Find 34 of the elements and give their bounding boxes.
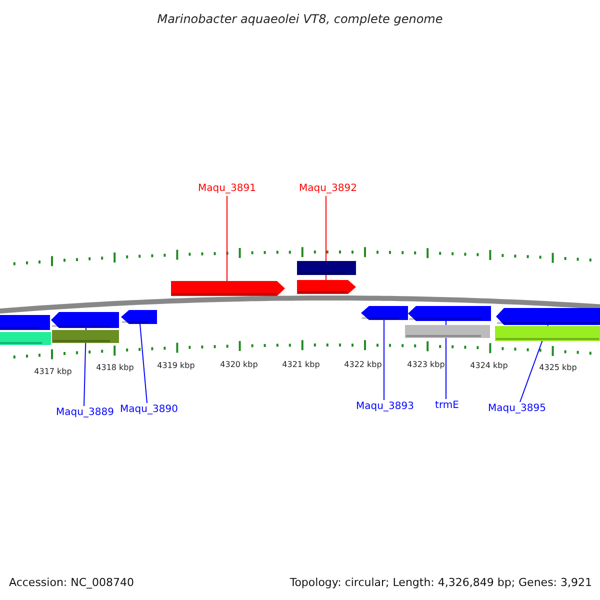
scale-label: 4317 kbp: [34, 366, 72, 378]
leader-line: [226, 196, 228, 282]
leader-line: [140, 324, 148, 404]
gene-label: Maqu_3889: [54, 406, 116, 420]
title: Marinobacter aquaeolei VT8, complete genome: [157, 11, 443, 28]
gene-feature: [121, 310, 157, 324]
scale-label: 4319 kbp: [157, 360, 195, 372]
scale-label: 4322 kbp: [344, 359, 382, 371]
gene-bar: [0, 332, 51, 345]
gene-label: Maqu_3891: [196, 182, 258, 196]
gene-bar: [495, 326, 600, 341]
gene-label: Maqu_3893: [354, 400, 416, 414]
gene-bar: [405, 325, 490, 338]
accession-note: Accession: NC_008740: [9, 575, 134, 591]
gene-feature: [361, 306, 408, 320]
gene-label: Maqu_3890: [118, 403, 180, 417]
gene-feature: [297, 280, 356, 294]
gene-feature: [496, 308, 600, 325]
gene-feature: [171, 281, 285, 296]
gene-bar: [52, 330, 119, 343]
scale-label: 4321 kbp: [282, 359, 320, 371]
gene-label: trmE: [432, 399, 462, 413]
gene-feature: [0, 315, 50, 330]
gene-label: Maqu_3892: [297, 182, 359, 196]
gene-feature: [51, 312, 119, 328]
gene-label: Maqu_3895: [486, 402, 548, 416]
scale-label: 4320 kbp: [220, 359, 258, 371]
gene-feature: [408, 306, 491, 321]
scale-label: 4324 kbp: [470, 360, 508, 372]
gene-bar: [297, 261, 356, 275]
scale-label: 4318 kbp: [96, 362, 134, 374]
scale-label: 4325 kbp: [539, 362, 577, 374]
scale-label: 4323 kbp: [407, 359, 445, 371]
genome-info-note: Topology: circular; Length: 4,326,849 bp; Genes: 3,921: [290, 575, 592, 591]
